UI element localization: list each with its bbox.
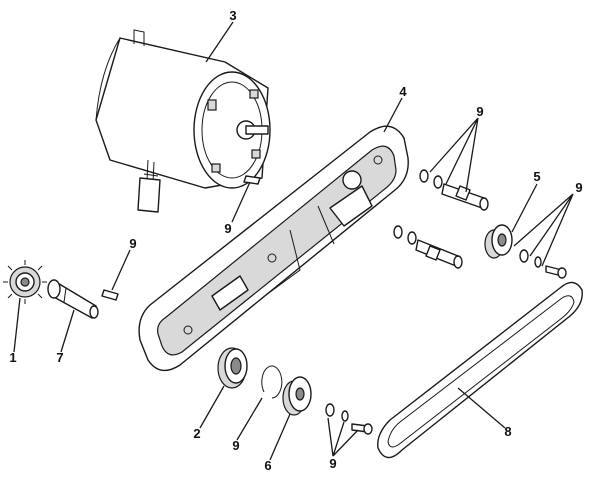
callout-2: 2	[193, 426, 200, 441]
callout-9-bottom-hardware: 9	[329, 456, 336, 471]
callout-3: 3	[229, 8, 236, 23]
pulley-large	[484, 224, 513, 259]
sprocket	[3, 260, 47, 304]
callout-9-motor-key: 9	[224, 221, 231, 236]
callout-9-retaining-ring: 9	[232, 438, 239, 453]
retaining-ring	[261, 365, 283, 399]
shaft-key	[101, 289, 119, 301]
top-hardware	[393, 169, 489, 269]
motor	[95, 29, 271, 213]
belt-guard-housing	[138, 125, 409, 372]
callout-7: 7	[56, 350, 63, 365]
drive-belt	[377, 281, 583, 459]
shaft	[47, 279, 99, 319]
callout-9-right-hardware: 9	[575, 180, 582, 195]
bottom-hardware	[325, 403, 373, 435]
callout-1: 1	[9, 350, 16, 365]
right-hardware	[519, 249, 567, 279]
callout-9-shaft-key: 9	[129, 236, 136, 251]
callout-8: 8	[504, 424, 511, 439]
callout-4: 4	[399, 84, 407, 99]
callout-6: 6	[264, 458, 271, 473]
bearing	[217, 347, 248, 389]
motor-key	[243, 175, 261, 185]
pulley-small	[282, 376, 312, 416]
callout-9-top-hardware: 9	[476, 104, 483, 119]
callout-5: 5	[533, 169, 540, 184]
leader-lines	[13, 21, 574, 461]
